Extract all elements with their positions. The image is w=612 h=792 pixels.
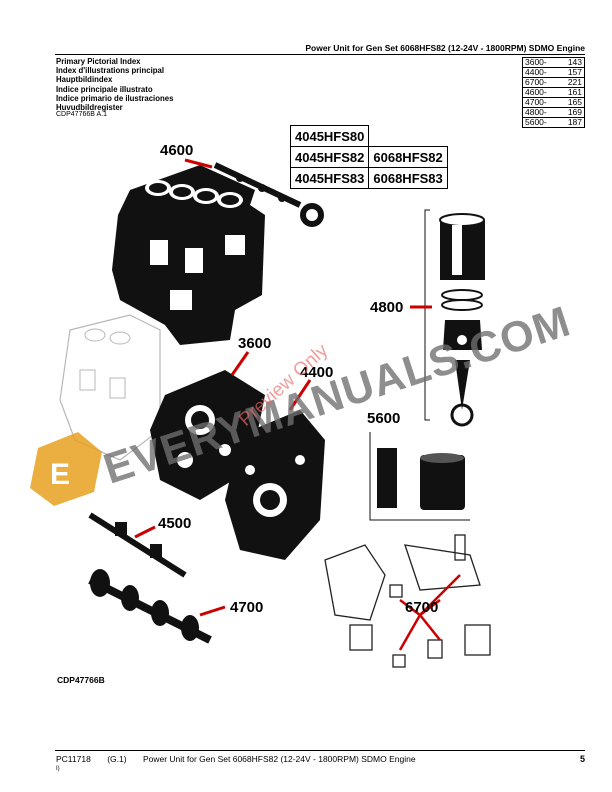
footer: PC11718 (G.1) Power Unit for Gen Set 606… (56, 754, 430, 764)
callout-4700: 4700 (230, 599, 263, 616)
miscellaneous-parts-drawing (324, 534, 491, 668)
callout-4800: 4800 (370, 299, 403, 316)
callout-leader-4700 (199, 605, 226, 617)
footer-title: Power Unit for Gen Set 6068HFS82 (12-24V… (142, 754, 416, 764)
index-title: Indice primario de ilustraciones (56, 93, 174, 103)
piston-liner-drawing (439, 213, 485, 427)
index-title: Hauptbildindex (56, 75, 113, 85)
callout-6700: 6700 (405, 599, 438, 616)
watermark-logo: E (30, 432, 102, 506)
callout-leader-4600 (184, 158, 213, 169)
page-header-title: Power Unit for Gen Set 6068HFS82 (12-24V… (305, 43, 585, 53)
footer-sub: I) (56, 766, 60, 772)
index-title-list: Primary Pictorial Index Index d'illustra… (56, 57, 173, 112)
index-title: Huvudbildregister (56, 103, 123, 113)
model-cell: 6068HFS83 (368, 167, 448, 189)
section-ref-row[interactable]: 5600-187 (522, 117, 585, 128)
callout-3600: 3600 (238, 335, 271, 352)
index-title: Index d'illustrations principal (56, 66, 164, 76)
header-divider (55, 54, 585, 55)
balancer-shaft-drawing (88, 512, 187, 578)
faded-engine-block-drawing (59, 314, 161, 461)
footer-doc-number: PC11718 (56, 754, 91, 764)
callout-leaders-6700 (398, 574, 461, 651)
footer-revision: (G.1) (107, 754, 127, 764)
model-cell: 4045HFS80 (289, 125, 370, 147)
engine-block-drawing (112, 165, 265, 345)
document-code: CDP47766B A.1 (56, 111, 107, 118)
model-cell: 4045HFS82 (289, 146, 370, 168)
callout-4500: 4500 (158, 515, 191, 532)
camshaft-drawing (213, 162, 324, 227)
page-number[interactable]: 187 (555, 117, 585, 128)
filter-elements-drawing (377, 448, 465, 510)
index-title: Indice principale illustrato (56, 84, 153, 94)
section-number: 5600- (522, 117, 555, 128)
callout-4600: 4600 (160, 142, 193, 159)
footer-divider (55, 750, 585, 751)
index-title: Primary Pictorial Index (56, 57, 141, 66)
callout-leader-4500 (134, 525, 156, 539)
callout-leader-4400 (288, 379, 312, 411)
watermark-logo-letter: E (50, 458, 70, 491)
crankshaft-drawing (88, 569, 212, 644)
section-reference-table: 3600-143 4400-157 6700-221 4600-161 4700… (522, 57, 585, 128)
timing-gear-cover-drawing (225, 410, 325, 560)
page-number-footer: 5 (579, 754, 585, 764)
callout-5600: 5600 (367, 410, 400, 427)
callout-4400: 4400 (300, 364, 333, 381)
figure-code: CDP47766B (57, 675, 105, 685)
callout-leader-3600 (230, 351, 250, 376)
